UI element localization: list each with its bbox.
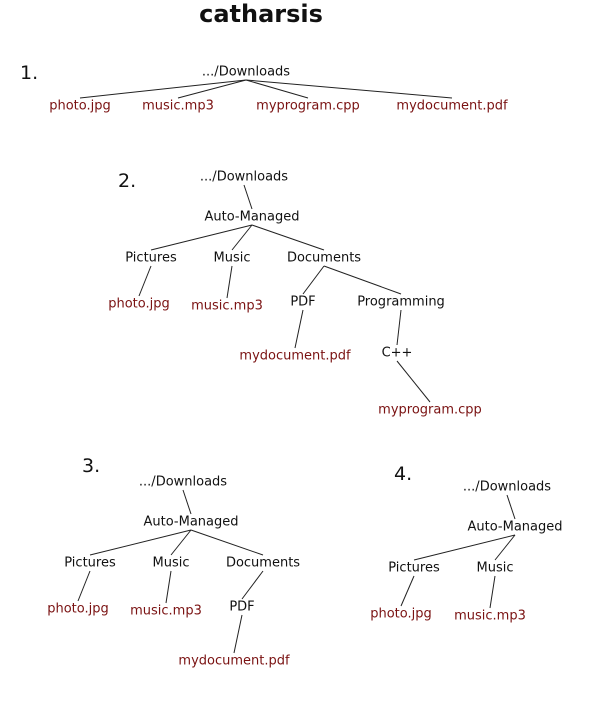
edge-am-doc xyxy=(251,224,325,251)
edge-mus-mp3 xyxy=(226,265,233,299)
file-node-music-mp3: music.mp3 xyxy=(454,608,526,624)
folder-node-pdf: PDF xyxy=(290,294,316,310)
folder-node-auto-managed: Auto-Managed xyxy=(467,519,563,535)
folder-node-pictures: Pictures xyxy=(388,560,440,576)
edge-pic-photo xyxy=(77,570,91,602)
edge-root-am xyxy=(243,184,253,210)
folder-node-music: Music xyxy=(213,250,251,266)
folder-node-pictures: Pictures xyxy=(64,555,116,571)
edge-am-mus xyxy=(494,534,516,561)
file-node-music-mp3: music.mp3 xyxy=(142,98,214,114)
edge-root-f4 xyxy=(245,79,453,99)
edge-am-pic xyxy=(89,529,192,556)
edge-mus-mp3 xyxy=(165,570,172,604)
folder-node-downloads: .../Downloads xyxy=(201,64,291,80)
folder-node-music: Music xyxy=(152,555,190,571)
edge-root-f2 xyxy=(177,79,247,99)
file-node-music-mp3: music.mp3 xyxy=(130,603,202,619)
edge-root-f3 xyxy=(245,79,309,99)
file-node-myprogram-cpp: myprogram.cpp xyxy=(378,402,482,418)
edge-am-mus xyxy=(231,224,253,251)
folder-node-auto-managed: Auto-Managed xyxy=(204,209,300,225)
folder-node-programming: Programming xyxy=(357,294,445,310)
diagram-number-2: 2. xyxy=(118,170,137,192)
edge-am-doc xyxy=(190,529,264,556)
diagram-number-1: 1. xyxy=(20,62,39,84)
edge-pic-photo xyxy=(400,575,415,607)
edge-mus-mp3 xyxy=(489,575,496,609)
file-node-music-mp3: music.mp3 xyxy=(191,298,263,314)
edge-root-f1 xyxy=(79,79,247,99)
edge-prog-cpp xyxy=(396,309,402,346)
folder-node-pdf: PDF xyxy=(229,599,255,615)
folder-node-documents: Documents xyxy=(225,555,301,571)
file-node-mydocument-pdf: mydocument.pdf xyxy=(239,348,351,364)
diagram-number-4: 4. xyxy=(394,463,413,485)
edge-pdf-mydoc xyxy=(233,614,243,654)
file-node-photo-jpg: photo.jpg xyxy=(47,601,109,617)
folder-node-downloads: .../Downloads xyxy=(138,474,228,490)
edge-pdf-mydoc xyxy=(294,309,304,349)
folder-node-documents: Documents xyxy=(286,250,362,266)
edge-am-pic xyxy=(413,534,516,561)
edge-doc-pdf xyxy=(241,570,264,600)
edge-am-pic xyxy=(150,224,253,251)
file-node-photo-jpg: photo.jpg xyxy=(370,606,432,622)
file-node-photo-jpg: photo.jpg xyxy=(108,296,170,312)
edge-doc-pdf xyxy=(302,265,325,295)
folder-node-downloads: .../Downloads xyxy=(462,479,552,495)
edge-am-mus xyxy=(170,529,192,556)
edge-doc-prog xyxy=(323,265,402,295)
edge-cpp-myprog xyxy=(396,360,431,403)
edge-pic-photo xyxy=(138,265,152,297)
folder-node-downloads: .../Downloads xyxy=(199,169,289,185)
file-node-photo-jpg: photo.jpg xyxy=(49,98,111,114)
folder-node-c: C++ xyxy=(381,345,413,361)
file-node-mydocument-pdf: mydocument.pdf xyxy=(396,98,508,114)
folder-node-auto-managed: Auto-Managed xyxy=(143,514,239,530)
folder-node-pictures: Pictures xyxy=(125,250,177,266)
page-title: catharsis xyxy=(199,0,323,28)
edge-root-am xyxy=(506,494,516,520)
diagram-number-3: 3. xyxy=(82,455,101,477)
edge-root-am xyxy=(182,489,192,515)
file-node-mydocument-pdf: mydocument.pdf xyxy=(178,653,290,669)
file-node-myprogram-cpp: myprogram.cpp xyxy=(256,98,360,114)
folder-node-music: Music xyxy=(476,560,514,576)
